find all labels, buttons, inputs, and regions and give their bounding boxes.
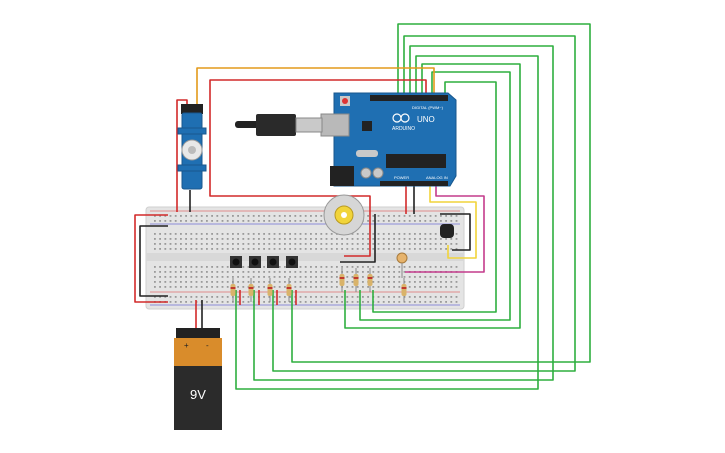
battery-9v: + - 9V: [174, 328, 222, 430]
pushbutton-icon: [230, 256, 242, 268]
battery-minus-label: -: [206, 341, 209, 350]
dc-motor-icon: [323, 194, 365, 236]
pushbutton-icon: [286, 256, 298, 268]
orange-servo-signal-wire: [196, 67, 435, 106]
red-power-wire: [209, 79, 427, 257]
digital-pin-label: DIGITAL (PWM~): [412, 105, 444, 110]
resistor-icon: [367, 268, 373, 292]
pushbutton-group: [230, 256, 298, 268]
resistor-icon: [353, 268, 359, 292]
power-pin-label: POWER: [394, 175, 409, 180]
breadboard: [145, 206, 465, 310]
photoresistor-icon: [396, 252, 408, 278]
pushbutton-icon: [249, 256, 261, 268]
resistor-group: [230, 268, 407, 305]
black-rail-left-wire: [139, 225, 168, 297]
arduino-brand: ARDUINO: [392, 126, 415, 132]
servo-motor-icon: [177, 104, 207, 190]
battery-voltage-label: 9V: [190, 387, 206, 402]
black-sensor-wire: [440, 213, 471, 251]
resistor-icon: [248, 278, 254, 302]
magenta-analog-wire: [405, 186, 485, 273]
temperature-sensor-icon: [440, 224, 454, 238]
analog-pin-label: ANALOG IN: [426, 175, 448, 180]
yellow-analog-wire: [429, 186, 477, 259]
battery-plus-label: +: [184, 341, 189, 350]
resistor-icon: [230, 278, 236, 302]
arduino-uno-board: ARDUINO UNO DIGITAL (PWM~) POWER ANALOG …: [320, 92, 457, 187]
resistor-icon: [267, 278, 273, 302]
black-motor-wire: [340, 214, 376, 263]
usb-cable-icon: [235, 114, 323, 136]
pushbutton-icon: [267, 256, 279, 268]
resistor-icon: [286, 278, 292, 302]
resistor-icon: [339, 268, 345, 292]
green-wire-bundle: [235, 23, 591, 390]
arduino-logo-icon: [392, 113, 410, 123]
resistor-icon: [401, 278, 407, 302]
red-rail-left-wire: [134, 214, 168, 303]
arduino-model: UNO: [417, 115, 435, 124]
red-servo-wire: [176, 99, 188, 212]
